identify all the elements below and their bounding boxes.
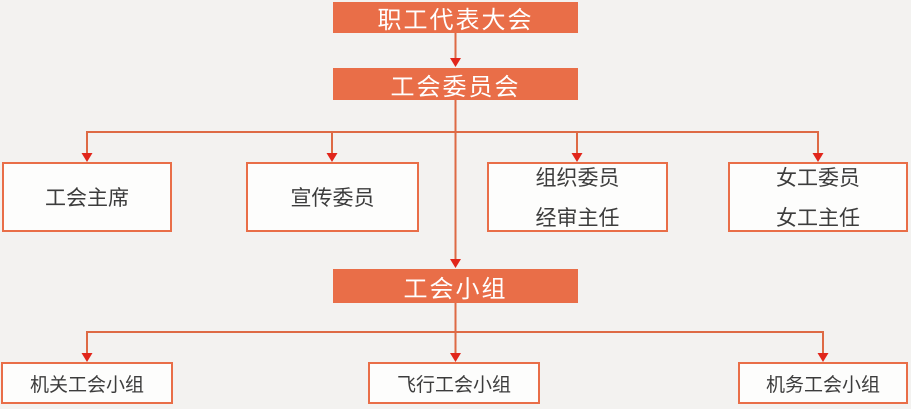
connector-line <box>86 331 824 358</box>
arrow-down-icon <box>81 153 93 162</box>
node-office-union-group: 机关工会小组 <box>1 362 173 404</box>
node-label: 宣传委员 <box>290 187 375 210</box>
arrow-down-icon <box>450 58 461 67</box>
node-label: 飞行工会小组 <box>396 374 511 396</box>
node-maintenance-union-group: 机务工会小组 <box>738 362 908 404</box>
arrow-down-icon <box>571 153 583 162</box>
node-label: 职工代表大会 <box>377 7 534 34</box>
node-label: 工会委员会 <box>390 73 521 101</box>
arrow-down-icon <box>812 153 824 162</box>
arrow-down-icon <box>450 259 461 268</box>
node-label-line2: 女工主任 <box>776 207 860 230</box>
node-union-chairman: 工会主席 <box>2 162 172 232</box>
node-label: 工会小组 <box>403 275 508 303</box>
node-union-group: 工会小组 <box>333 269 578 303</box>
node-label: 机务工会小组 <box>765 374 880 396</box>
arrow-down-icon <box>450 353 461 362</box>
node-publicity-member: 宣传委员 <box>246 162 419 232</box>
node-label-line1: 女工委员 <box>776 167 860 190</box>
node-workers-congress: 职工代表大会 <box>333 2 578 34</box>
node-label: 工会主席 <box>45 187 129 210</box>
node-women-workers-member-director: 女工委员 女工主任 <box>728 162 908 232</box>
node-label: 机关工会小组 <box>29 374 144 396</box>
node-organization-member-audit-director: 组织委员 经审主任 <box>487 162 668 232</box>
arrow-down-icon <box>81 353 93 362</box>
node-flight-union-group: 飞行工会小组 <box>368 362 540 404</box>
arrow-down-icon <box>817 353 829 362</box>
node-label-line1: 组织委员 <box>535 167 620 190</box>
node-union-committee: 工会委员会 <box>333 68 578 101</box>
arrow-down-icon <box>326 153 338 162</box>
connector-line <box>86 131 819 158</box>
node-label-line2: 经审主任 <box>535 207 620 230</box>
